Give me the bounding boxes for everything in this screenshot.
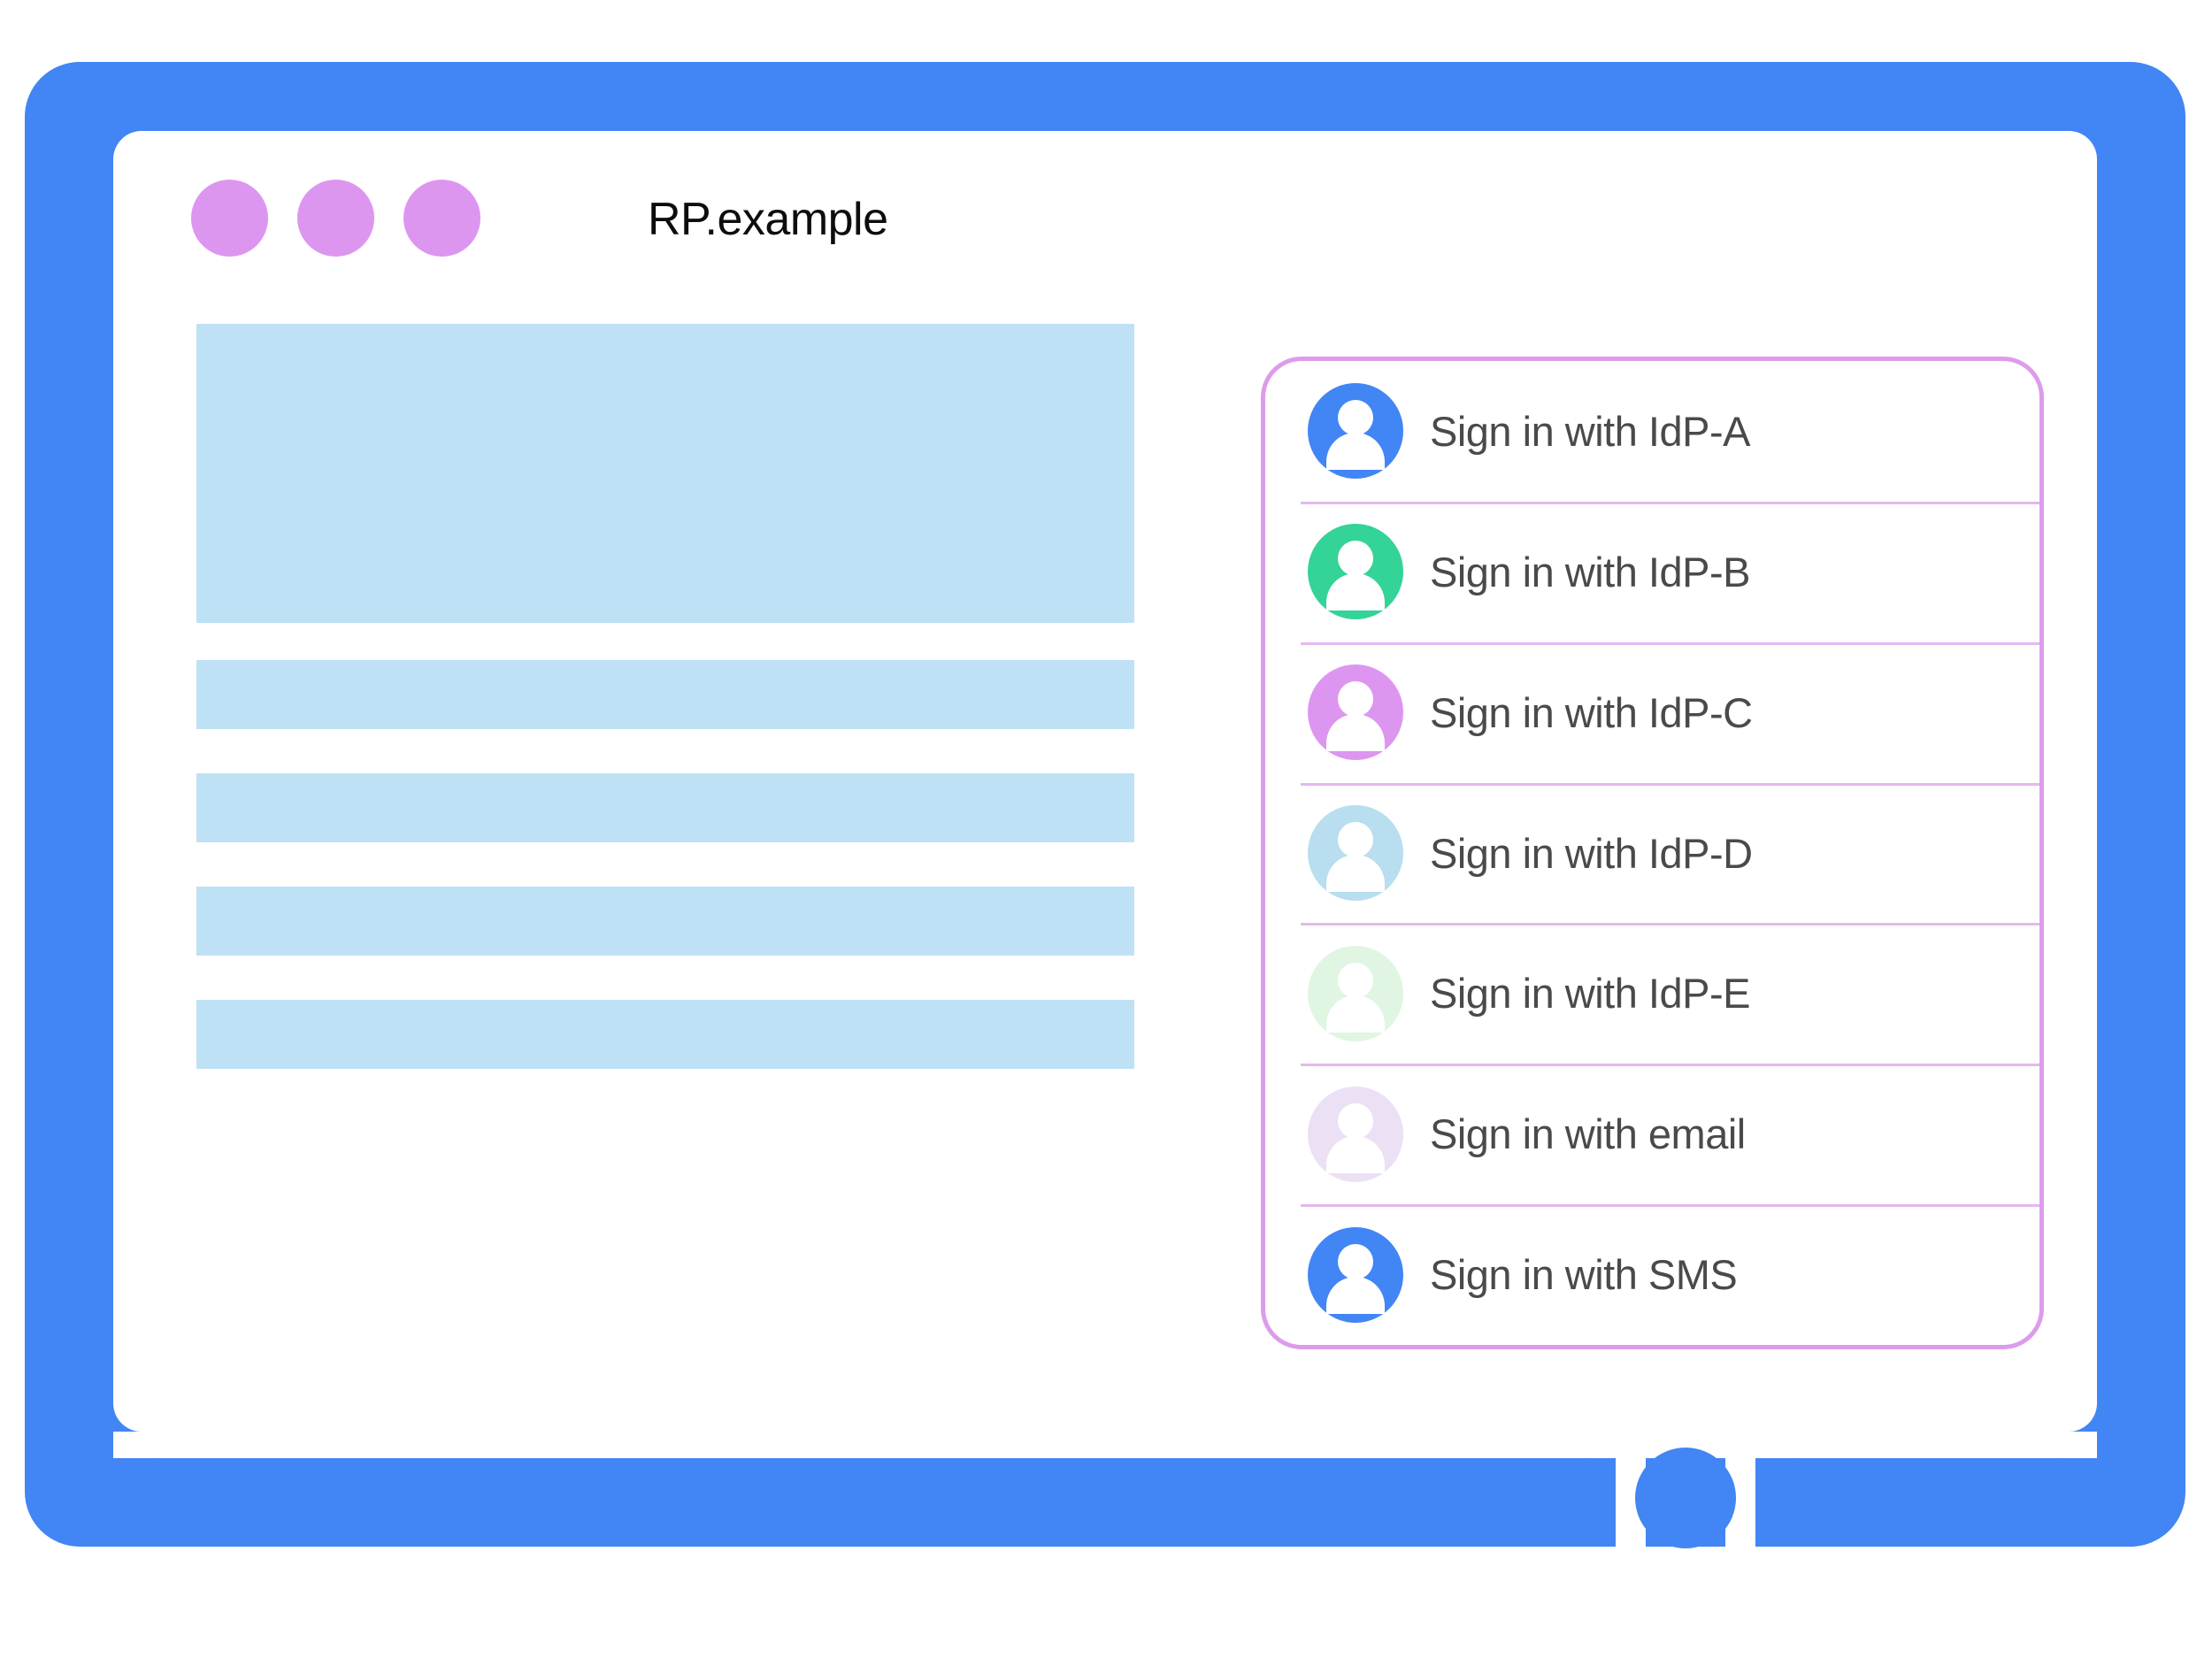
window-dots xyxy=(191,180,480,257)
browser-header: RP.example xyxy=(113,131,2097,295)
signin-option-idp-e[interactable]: Sign in with IdP-E xyxy=(1265,923,2039,1064)
text-block-4 xyxy=(196,1000,1134,1069)
hero-block xyxy=(196,324,1134,623)
text-block-2 xyxy=(196,773,1134,842)
account-avatar-icon xyxy=(1308,805,1403,901)
account-avatar-icon xyxy=(1308,383,1403,480)
device-screen: RP.example Sign in with IdP-A xyxy=(113,131,2097,1432)
account-avatar-icon xyxy=(1308,1086,1403,1182)
page-content-placeholder xyxy=(196,324,1134,1113)
window-dot-2[interactable] xyxy=(297,180,374,257)
signin-option-idp-b[interactable]: Sign in with IdP-B xyxy=(1265,501,2039,642)
signin-option-email[interactable]: Sign in with email xyxy=(1265,1064,2039,1204)
account-avatar-icon xyxy=(1308,664,1403,761)
signin-option-label: Sign in with IdP-B xyxy=(1430,548,1750,595)
signin-option-label: Sign in with SMS xyxy=(1430,1251,1738,1299)
signin-option-label: Sign in with IdP-C xyxy=(1430,688,1753,736)
text-block-1 xyxy=(196,660,1134,729)
text-block-3 xyxy=(196,887,1134,956)
signin-option-label: Sign in with IdP-A xyxy=(1430,407,1750,455)
signin-account-list: Sign in with IdP-A Sign in with IdP-B Si… xyxy=(1265,361,2039,1345)
bottom-bar-left xyxy=(113,1458,1617,1547)
window-dot-1[interactable] xyxy=(191,180,268,257)
tablet-device-frame: RP.example Sign in with IdP-A xyxy=(25,62,2185,1548)
signin-option-label: Sign in with email xyxy=(1430,1110,1746,1158)
signin-panel: Sign in with IdP-A Sign in with IdP-B Si… xyxy=(1261,357,2044,1349)
account-avatar-icon xyxy=(1308,1226,1403,1323)
signin-option-sms[interactable]: Sign in with SMS xyxy=(1265,1204,2039,1345)
signin-option-idp-d[interactable]: Sign in with IdP-D xyxy=(1265,782,2039,924)
signin-option-label: Sign in with IdP-D xyxy=(1430,829,1753,877)
bottom-bar-right xyxy=(1754,1458,2099,1547)
signin-option-idp-a[interactable]: Sign in with IdP-A xyxy=(1265,361,2039,502)
account-avatar-icon xyxy=(1308,945,1403,1041)
signin-option-idp-c[interactable]: Sign in with IdP-C xyxy=(1265,641,2039,783)
home-button[interactable] xyxy=(1635,1448,1736,1548)
screen-bar-gap xyxy=(113,1432,2097,1458)
account-avatar-icon xyxy=(1308,524,1403,620)
signin-option-label: Sign in with IdP-E xyxy=(1430,970,1750,1018)
page-title: RP.example xyxy=(648,194,888,245)
window-dot-3[interactable] xyxy=(403,180,480,257)
